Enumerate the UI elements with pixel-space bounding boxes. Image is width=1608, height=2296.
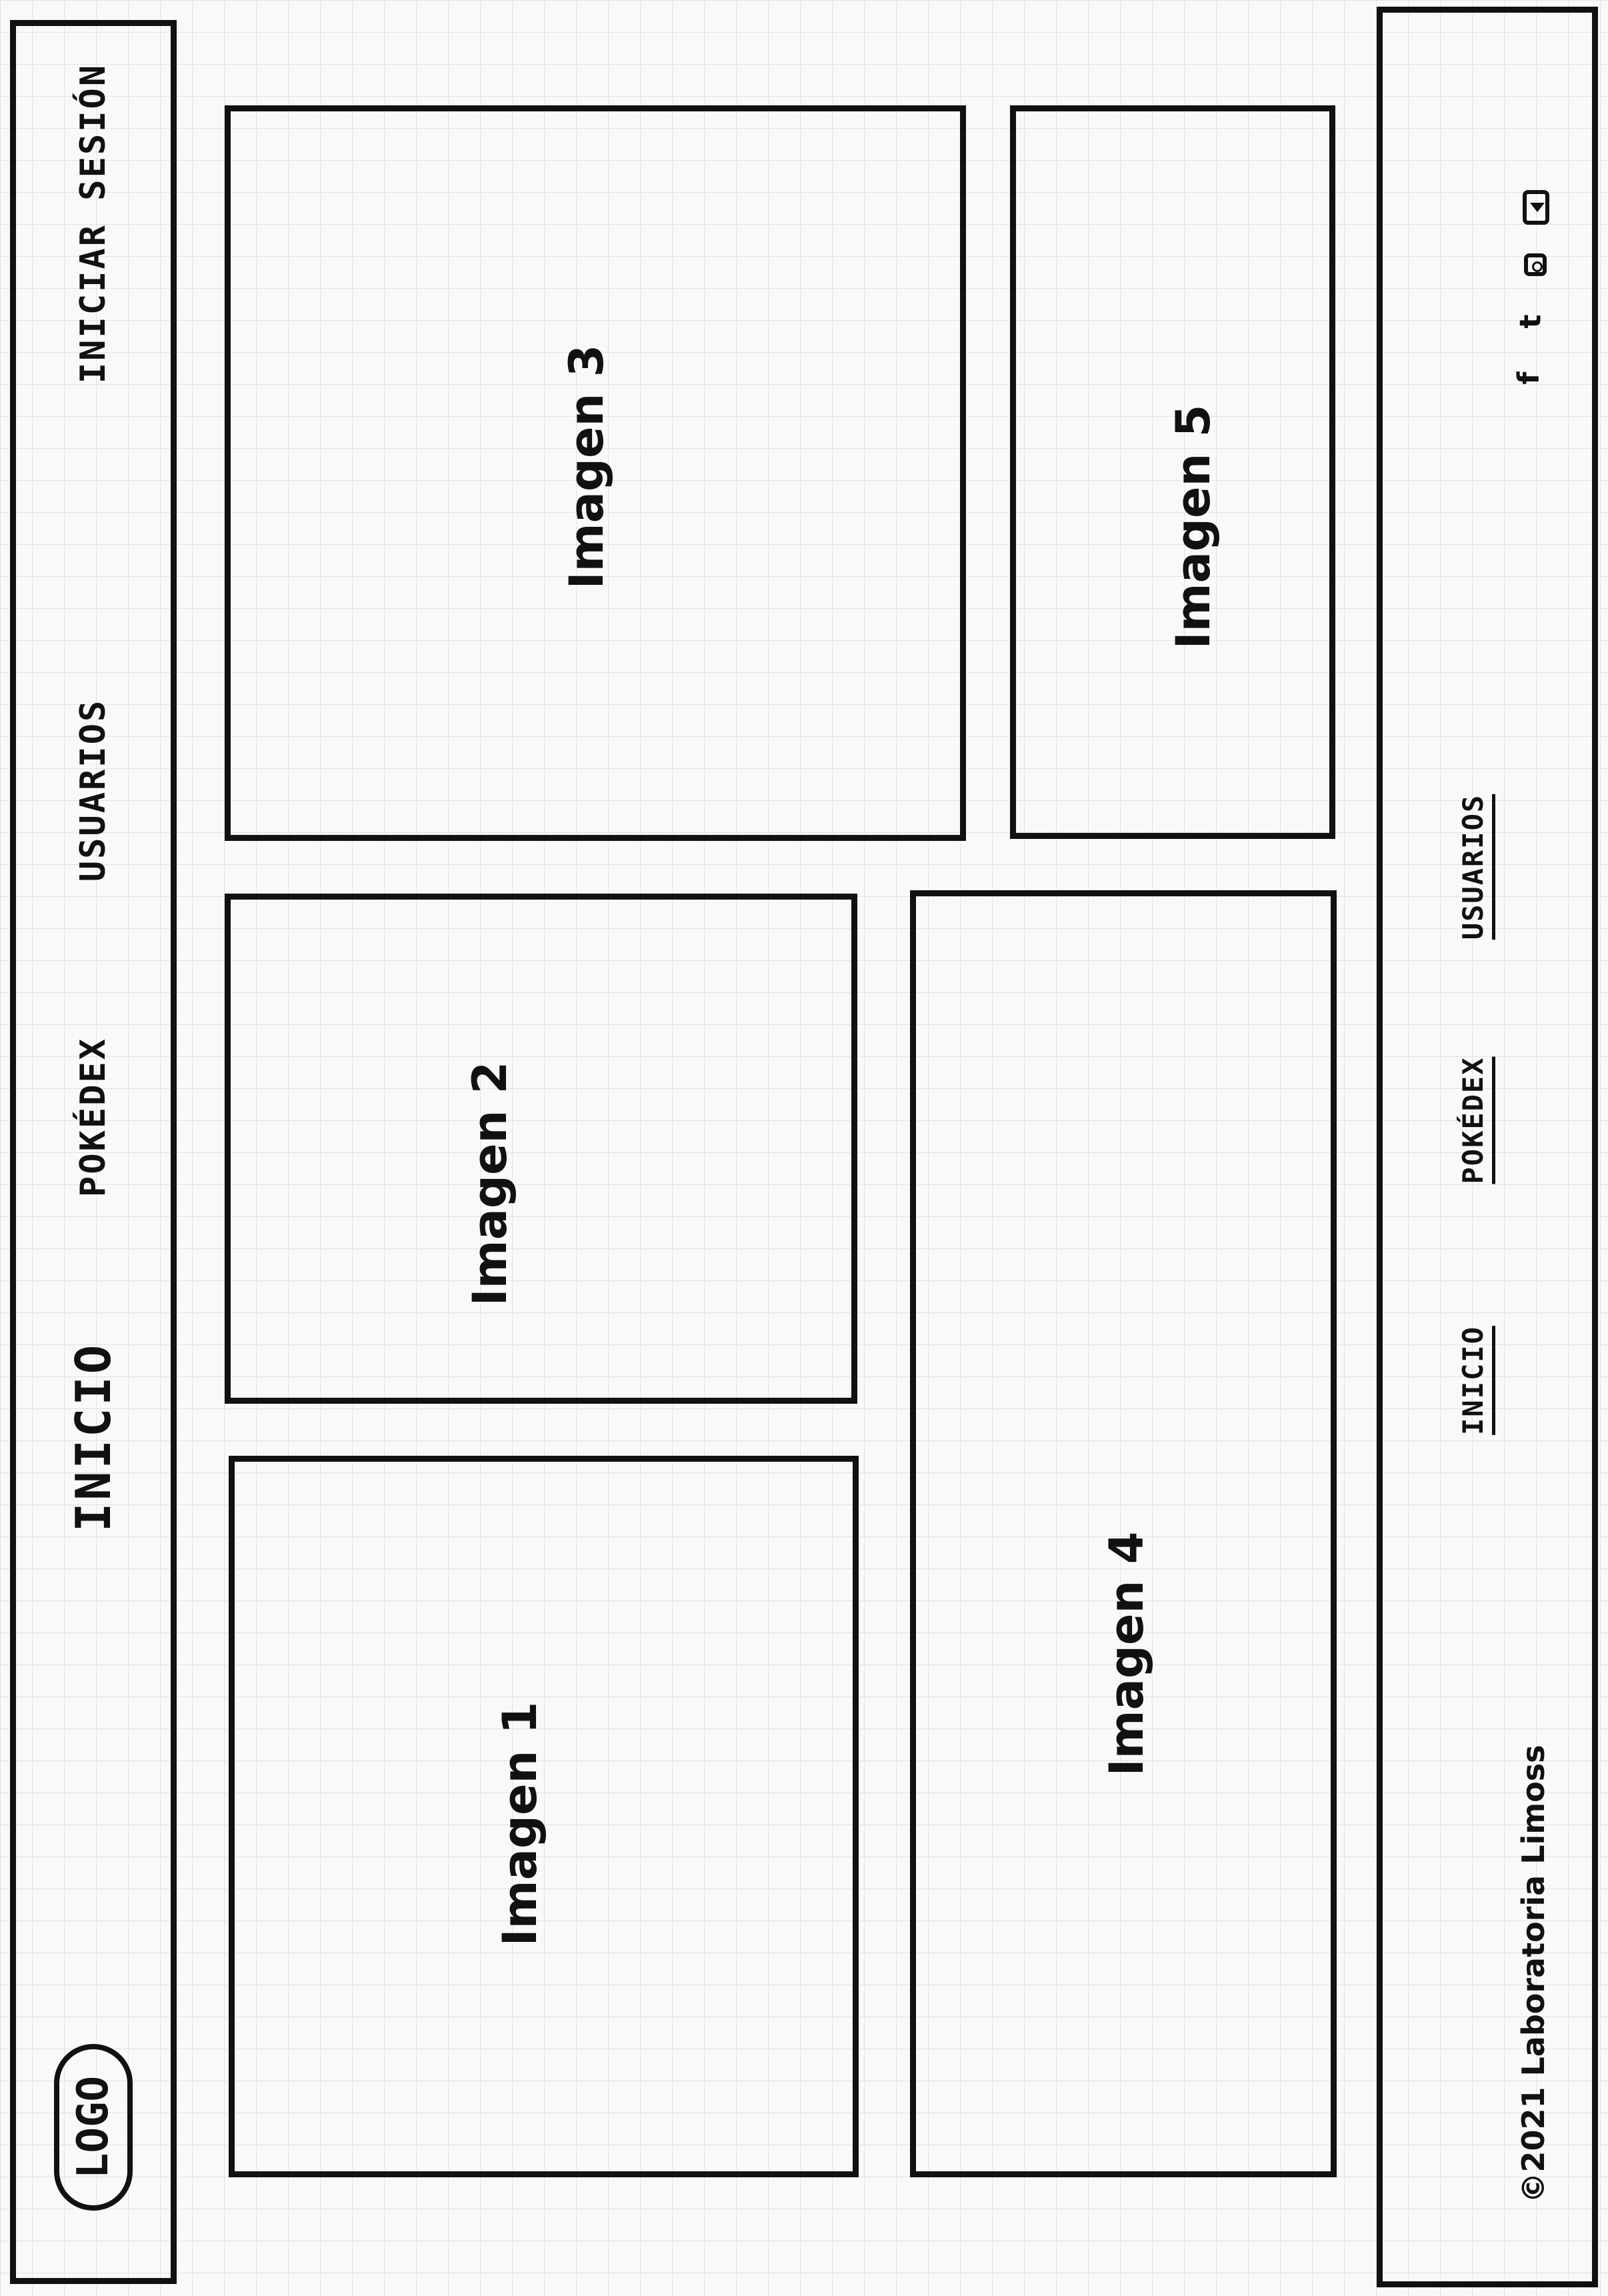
footer-copyright: ©2021 Laboratoria Limoss [1515,1745,1551,2203]
youtube-icon[interactable] [1523,190,1549,225]
image-placeholder-1 [229,1456,859,2177]
image-placeholder-3 [225,105,966,841]
footer-link-usuarios[interactable]: USUARIOS [1457,794,1489,940]
image-placeholder-5 [1010,105,1335,839]
image-label-4: Imagen 4 [1099,1531,1154,1777]
instagram-icon[interactable] [1524,253,1547,276]
image-label-3: Imagen 3 [559,344,614,590]
footer-bar [1377,7,1598,2287]
image-label-2: Imagen 2 [463,1061,517,1306]
footer-link-pokedex[interactable]: POKÉDEX [1457,1056,1489,1184]
nav-usuarios[interactable]: USUARIOS [73,698,113,882]
image-placeholder-2 [225,894,857,1404]
social-icons: f t [1512,180,1560,400]
header-bar [10,20,177,2284]
facebook-icon[interactable]: f [1511,371,1546,385]
footer-link-inicio[interactable]: INICIO [1457,1326,1489,1435]
image-label-5: Imagen 5 [1166,404,1221,650]
nav-pokedex[interactable]: POKÉDEX [73,1036,113,1198]
nav-iniciar-sesion[interactable]: INICIAR SESIÓN [73,63,113,384]
image-label-1: Imagen 1 [493,1701,547,1947]
logo-label: LOGO [69,2075,118,2179]
logo[interactable]: LOGO [54,2044,133,2211]
twitter-icon[interactable]: t [1513,314,1548,329]
nav-inicio[interactable]: INICIO [65,1342,121,1532]
image-placeholder-4 [910,890,1337,2177]
